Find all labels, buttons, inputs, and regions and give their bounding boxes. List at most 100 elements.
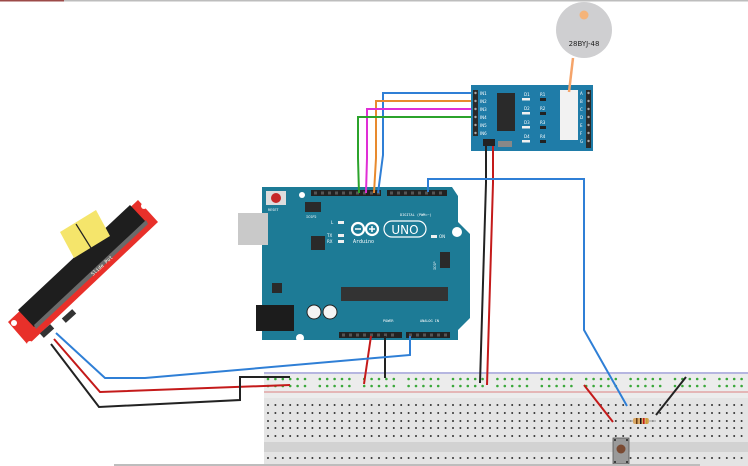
rail-hole[interactable] <box>296 377 299 381</box>
rail-hole[interactable] <box>525 384 529 388</box>
breadboard-hole[interactable] <box>629 404 632 406</box>
breadboard-hole[interactable] <box>444 457 447 459</box>
breadboard-hole[interactable] <box>326 435 329 437</box>
breadboard-hole[interactable] <box>274 427 277 429</box>
breadboard-hole[interactable] <box>533 435 536 437</box>
breadboard-hole[interactable] <box>274 412 277 414</box>
breadboard-hole[interactable] <box>370 412 373 414</box>
rail-hole[interactable] <box>681 384 684 388</box>
breadboard-hole[interactable] <box>540 412 543 414</box>
breadboard-hole[interactable] <box>326 404 329 406</box>
breadboard-hole[interactable] <box>518 457 521 459</box>
breadboard-hole[interactable] <box>725 420 728 422</box>
breadboard-hole[interactable] <box>289 457 292 459</box>
breadboard-hole[interactable] <box>341 412 343 414</box>
breadboard-hole[interactable] <box>740 412 743 414</box>
breadboard-hole[interactable] <box>703 427 706 429</box>
breadboard-hole[interactable] <box>725 435 728 437</box>
breadboard-hole[interactable] <box>563 457 565 459</box>
breadboard-hole[interactable] <box>518 435 521 437</box>
breadboard-hole[interactable] <box>341 404 343 406</box>
breadboard-hole[interactable] <box>592 412 595 414</box>
breadboard-hole[interactable] <box>311 427 314 429</box>
breadboard-hole[interactable] <box>466 412 469 414</box>
breadboard-hole[interactable] <box>526 420 528 422</box>
breadboard-hole[interactable] <box>496 435 499 437</box>
breadboard-hole[interactable] <box>688 420 691 422</box>
breadboard-hole[interactable] <box>281 435 284 437</box>
breadboard-hole[interactable] <box>740 420 743 422</box>
breadboard-hole[interactable] <box>592 404 595 406</box>
breadboard-hole[interactable] <box>452 457 454 459</box>
breadboard-hole[interactable] <box>688 435 691 437</box>
breadboard-hole[interactable] <box>378 457 380 459</box>
breadboard-hole[interactable] <box>659 435 662 437</box>
breadboard-hole[interactable] <box>333 457 336 459</box>
rail-hole[interactable] <box>296 384 299 388</box>
breadboard-hole[interactable] <box>503 435 506 437</box>
breadboard-hole[interactable] <box>563 412 565 414</box>
breadboard-hole[interactable] <box>503 412 506 414</box>
rail-hole[interactable] <box>303 377 307 381</box>
breadboard-hole[interactable] <box>481 404 484 406</box>
breadboard-hole[interactable] <box>363 412 366 414</box>
breadboard-hole[interactable] <box>444 420 447 422</box>
breadboard-hole[interactable] <box>407 457 410 459</box>
breadboard-hole[interactable] <box>267 420 269 422</box>
breadboard-hole[interactable] <box>474 457 477 459</box>
breadboard-hole[interactable] <box>548 427 551 429</box>
breadboard-hole[interactable] <box>348 435 351 437</box>
breadboard-hole[interactable] <box>733 420 736 422</box>
breadboard-hole[interactable] <box>429 404 432 406</box>
breadboard-hole[interactable] <box>674 457 676 459</box>
breadboard-hole[interactable] <box>422 435 425 437</box>
rail-hole[interactable] <box>540 384 544 388</box>
rail-hole[interactable] <box>422 377 425 381</box>
breadboard-hole[interactable] <box>415 435 417 437</box>
rail-hole[interactable] <box>688 384 692 388</box>
rail-hole[interactable] <box>725 377 729 381</box>
breadboard-hole[interactable] <box>437 404 440 406</box>
breadboard-hole[interactable] <box>355 457 358 459</box>
breadboard-hole[interactable] <box>489 435 491 437</box>
rail-hole[interactable] <box>718 377 721 381</box>
breadboard-hole[interactable] <box>651 427 654 429</box>
breadboard-hole[interactable] <box>740 427 743 429</box>
breadboard-hole[interactable] <box>318 435 321 437</box>
breadboard-hole[interactable] <box>696 420 699 422</box>
breadboard-hole[interactable] <box>533 412 536 414</box>
rail-hole[interactable] <box>592 384 595 388</box>
breadboard-hole[interactable] <box>385 435 388 437</box>
breadboard-hole[interactable] <box>548 435 551 437</box>
reset-button[interactable] <box>266 191 286 205</box>
rail-hole[interactable] <box>644 377 647 381</box>
breadboard-hole[interactable] <box>659 420 662 422</box>
breadboard-hole[interactable] <box>489 412 491 414</box>
breadboard-hole[interactable] <box>703 435 706 437</box>
rail-hole[interactable] <box>540 377 544 381</box>
breadboard-hole[interactable] <box>281 404 284 406</box>
rail-hole[interactable] <box>473 377 477 381</box>
rail-hole[interactable] <box>318 384 322 388</box>
breadboard-hole[interactable] <box>296 420 299 422</box>
breadboard-hole[interactable] <box>289 404 292 406</box>
rail-hole[interactable] <box>518 384 521 388</box>
breadboard-hole[interactable] <box>585 435 588 437</box>
rail-hole[interactable] <box>525 377 529 381</box>
rail-hole[interactable] <box>481 384 484 388</box>
breadboard-hole[interactable] <box>674 420 676 422</box>
breadboard-hole[interactable] <box>341 435 343 437</box>
breadboard-hole[interactable] <box>570 427 573 429</box>
push-button[interactable] <box>612 437 630 465</box>
breadboard-hole[interactable] <box>511 457 514 459</box>
rail-hole[interactable] <box>325 377 329 381</box>
breadboard-hole[interactable] <box>718 404 721 406</box>
breadboard-hole[interactable] <box>496 412 499 414</box>
breadboard-hole[interactable] <box>548 457 551 459</box>
breadboard-hole[interactable] <box>622 427 625 429</box>
rail-hole[interactable] <box>288 377 292 381</box>
breadboard-hole[interactable] <box>651 457 654 459</box>
breadboard-hole[interactable] <box>385 412 388 414</box>
breadboard-hole[interactable] <box>651 412 654 414</box>
breadboard-hole[interactable] <box>459 412 462 414</box>
